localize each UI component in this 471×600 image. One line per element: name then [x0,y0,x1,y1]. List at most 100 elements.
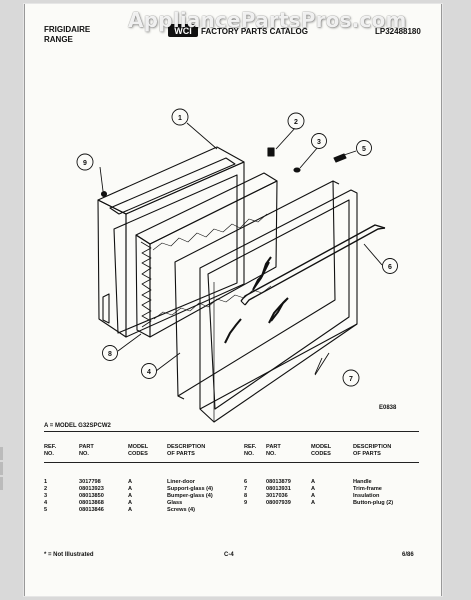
part-number: 08013868 [79,500,104,506]
part-description: Insulation [353,493,380,499]
header-ref-right: REF. NO. [244,444,257,457]
callout-5 [356,140,372,156]
table-row: 9 08007939 A Button-plug (2) [244,500,420,507]
handle-part [240,224,386,306]
model-code: A [128,500,133,506]
callout-3 [311,133,327,149]
part-description: Support-glass (4) [167,486,213,492]
insulation-part [135,172,278,338]
binder-mark [0,447,3,460]
leader-lines [99,122,383,376]
part-number: 3017036 [266,493,288,499]
model-code: A [311,500,316,506]
ref-number: 1 [44,479,48,485]
watermark: AppliancePartsPros.com [128,8,407,32]
callout-9 [76,153,94,171]
ref-number: 9 [244,500,248,506]
part-description: Liner-door [167,479,195,485]
table-row: 4 08013868 A Glass [44,500,240,507]
ref-number: 4 [44,500,48,506]
product-type: RANGE [44,35,73,44]
brand-name: FRIGIDAIRE [44,25,91,34]
page-number: C-4 [224,552,234,558]
callout-number: 3 [317,139,321,146]
part-number: 08013923 [79,486,104,492]
model-code: A [311,479,316,485]
header-desc-left: DESCRIPTION OF PARTS [167,444,206,457]
callout-7 [342,369,360,387]
part-description: Button-plug (2) [353,500,394,506]
model-code: A [128,479,133,485]
button-plug-part [100,190,108,198]
part-description: Screws (4) [167,507,195,513]
catalog-page [24,4,442,596]
right-parts-table: 6 08013879 A Handle 7 08013931 A Trim-fr… [244,479,420,507]
callout-number: 2 [294,119,298,126]
part-number: 08013931 [266,486,291,492]
table-row: 3 08013850 A Bumper-glass (4) [44,493,240,500]
table-row: 6 08013879 A Handle [244,479,420,486]
callout-number: 1 [178,115,182,122]
table-rule-under-headers [44,462,419,463]
callout-number: 8 [108,351,112,358]
callout-1 [171,108,189,126]
diagram-code: E0838 [379,405,397,411]
model-code: A [128,493,133,499]
part-number: 08007939 [266,500,291,506]
glass-reflection-marks [224,256,289,344]
part-description: Glass [167,500,183,506]
ref-number: 7 [244,486,248,492]
header-part-right: PART NO. [266,444,281,457]
table-row: 5 08013846 A Screws (4) [44,507,240,514]
liner-door-part [97,146,245,338]
callout-number: 4 [147,369,151,376]
part-number: 3017798 [79,479,101,485]
table-row: 7 08013931 A Trim-frame [244,486,420,493]
company-logo: WCI [168,24,198,37]
binder-mark [0,477,3,490]
screw-part [333,153,347,163]
header-ref-left: REF. NO. [44,444,57,457]
callout-6 [382,258,398,274]
callout-8 [102,345,118,361]
table-row: 2 08013923 A Support-glass (4) [44,486,240,493]
ref-number: 5 [44,507,48,513]
glass-part [174,180,340,400]
part-description: Trim-frame [353,486,382,492]
callout-number: 7 [349,376,353,383]
header-model-right: MODEL CODES [311,444,332,457]
ref-number: 2 [44,486,48,492]
binder-mark [0,462,3,475]
callout-2 [287,112,305,130]
model-code: A [311,493,316,499]
header-model-left: MODEL CODES [128,444,149,457]
table-rule-top [44,431,419,432]
ref-number: 8 [244,493,248,499]
part-number: 08013879 [266,479,291,485]
footnote-not-illustrated: * = Not Illustrated [44,552,94,558]
brand-block: FRIGIDAIRE RANGE [44,25,90,45]
part-number: 08013846 [79,507,104,513]
header-desc-right: DESCRIPTION OF PARTS [353,444,392,457]
catalog-number: LP32488180 [375,27,421,36]
model-line: A = MODEL G32SPCW2 [44,423,111,429]
trim-frame-part [199,189,358,423]
part-number: 08013850 [79,493,104,499]
bumper-glass-part [293,167,301,173]
model-code: A [311,486,316,492]
page-date: 6/86 [402,552,414,558]
part-description: Bumper-glass (4) [167,493,213,499]
support-glass-part [267,147,275,157]
model-code: A [128,507,133,513]
callout-number: 6 [388,264,392,271]
left-parts-table: 1 3017798 A Liner-door 2 08013923 A Supp… [44,479,240,514]
ref-number: 3 [44,493,48,499]
table-row: 1 3017798 A Liner-door [44,479,240,486]
ref-number: 6 [244,479,248,485]
header-part-left: PART NO. [79,444,94,457]
callout-4 [141,363,157,379]
callout-number: 9 [83,160,87,167]
model-code: A [128,486,133,492]
callout-number: 5 [362,146,366,153]
